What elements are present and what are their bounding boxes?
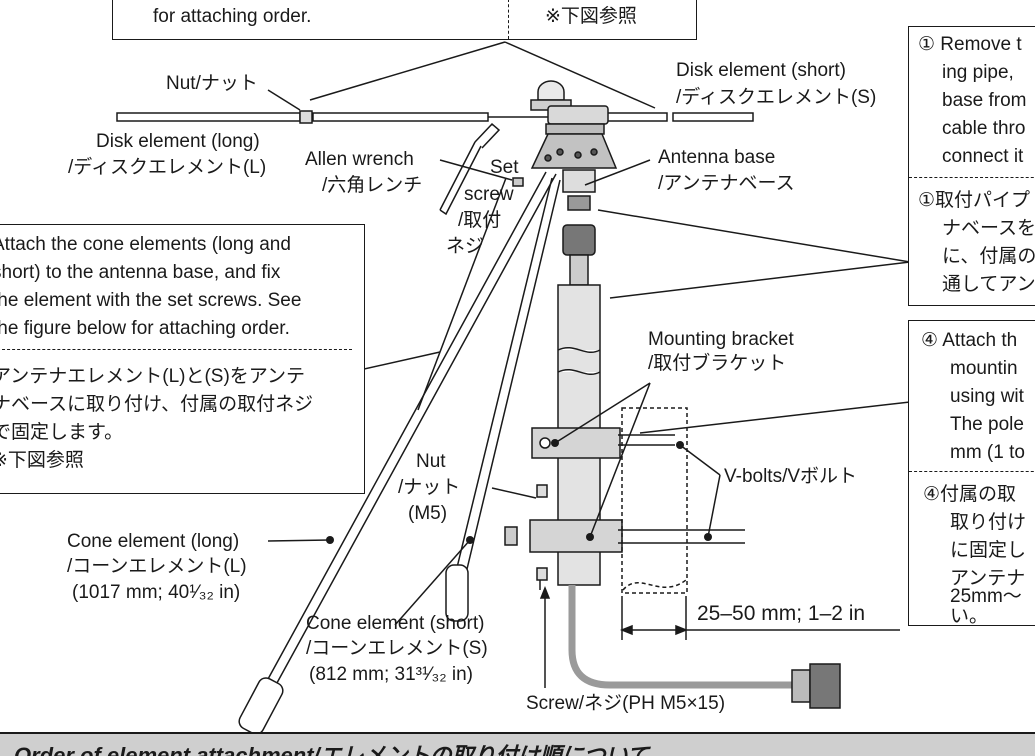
right-bottom-ja-6: い。 bbox=[950, 606, 989, 627]
right-top-ja-2: ナベースを bbox=[942, 218, 1035, 239]
right-top-en-5: connect it bbox=[942, 146, 1024, 167]
set-screw-label-4: ネジ bbox=[446, 236, 485, 257]
left-en-1: Attach the cone elements (long and bbox=[0, 234, 291, 255]
nut-m5-label-3: (M5) bbox=[408, 503, 448, 524]
cone-short-label-3: (812 mm; 31³¹⁄₃₂ in) bbox=[309, 664, 473, 685]
allen-wrench-label-ja: /六角レンチ bbox=[322, 175, 423, 196]
mounting-bracket-label-ja: /取付ブラケット bbox=[648, 353, 787, 374]
coax-cable-drawing bbox=[568, 585, 841, 709]
dimension-label: 25–50 mm; 1–2 in bbox=[697, 602, 866, 625]
left-ja-3: で固定します。 bbox=[0, 422, 124, 443]
dimension-lines bbox=[619, 596, 900, 640]
right-bottom-ja-2: 取り付け bbox=[950, 512, 1027, 533]
nut-m5-label-2: /ナット bbox=[398, 477, 461, 498]
right-bottom-en-5: mm (1 to bbox=[950, 442, 1025, 463]
set-screw-label-2: screw bbox=[464, 184, 514, 205]
disk-short-label-en: Disk element (short) bbox=[676, 60, 846, 81]
leader-dots bbox=[326, 439, 712, 544]
right-top-en-4: cable thro bbox=[942, 118, 1026, 139]
antenna-base-drawing bbox=[530, 80, 618, 286]
right-bottom-en-4: The pole bbox=[950, 414, 1024, 435]
order-section-title: Order of element attachment/エレメントの取り付け順に… bbox=[14, 743, 649, 756]
top-left-callout-line2: ※下図参照 bbox=[545, 6, 637, 27]
disk-element-short bbox=[604, 112, 754, 122]
left-en-4: the figure below for attaching order. bbox=[0, 318, 290, 339]
cone-long-label-1: Cone element (long) bbox=[67, 531, 240, 552]
cone-long-label-3: (1017 mm; 40¹⁄₃₂ in) bbox=[72, 582, 241, 603]
right-top-en-3: base from bbox=[942, 90, 1027, 111]
top-callout-leaders bbox=[309, 41, 656, 109]
right-bottom-callout: ④ Attach th mountin using wit The pole m… bbox=[908, 320, 1035, 627]
right-top-en-1: ① Remove t bbox=[918, 34, 1022, 55]
right-bottom-ja-5: 25mm～ bbox=[950, 586, 1022, 607]
cone-short-label-2: /コーンエレメント(S) bbox=[306, 638, 488, 659]
disk-short-label-ja: /ディスクエレメント(S) bbox=[676, 87, 877, 108]
order-section-header: Order of element attachment/エレメントの取り付け順に… bbox=[0, 732, 1035, 756]
right-top-callout: ① Remove t ing pipe, base from cable thr… bbox=[908, 26, 1035, 306]
right-bottom-en-2: mountin bbox=[950, 358, 1018, 379]
right-bottom-ja-4: アンテナ bbox=[950, 568, 1026, 589]
disk-element-long bbox=[116, 110, 560, 124]
allen-wrench-label-en: Allen wrench bbox=[305, 149, 414, 170]
disk-long-label-ja: /ディスクエレメント(L) bbox=[68, 157, 267, 178]
right-top-ja-1: ①取付パイプ bbox=[918, 190, 1031, 211]
label-leaders bbox=[267, 89, 911, 688]
left-en-3: the element with the set screws. See bbox=[0, 290, 302, 311]
mast-drawing bbox=[504, 284, 745, 594]
cone-element-short-drawing bbox=[417, 177, 561, 622]
set-screw-label-1: Set bbox=[490, 157, 519, 178]
top-left-callout: for attaching order. ※下図参照 bbox=[112, 0, 697, 40]
disk-long-label-en: Disk element (long) bbox=[96, 131, 260, 152]
top-left-callout-line1: for attaching order. bbox=[153, 6, 312, 27]
cone-element-long-drawing bbox=[238, 171, 557, 735]
screw-label: Screw/ネジ(PH M5×15) bbox=[526, 693, 726, 714]
antenna-base-label-ja: /アンテナベース bbox=[658, 173, 795, 194]
right-bottom-en-1: ④ Attach th bbox=[921, 330, 1018, 351]
right-bottom-ja-3: に固定し bbox=[950, 540, 1027, 561]
left-en-2: short) to the antenna base, and fix bbox=[0, 262, 281, 283]
nut-m5-label-1: Nut bbox=[416, 451, 446, 472]
left-ja-4: ※下図参照 bbox=[0, 450, 84, 471]
right-top-en-2: ing pipe, bbox=[942, 62, 1014, 83]
right-bottom-ja-1: ④付属の取 bbox=[923, 484, 1017, 505]
right-top-ja-4: 通してアン bbox=[942, 274, 1035, 295]
left-ja-1: アンテナエレメント(L)と(S)をアンテ bbox=[0, 366, 306, 387]
cone-short-label-1: Cone element (short) bbox=[306, 613, 485, 634]
set-screw-label-3: /取付 bbox=[458, 210, 502, 231]
antenna-base-label-en: Antenna base bbox=[658, 147, 776, 168]
cone-long-label-2: /コーンエレメント(L) bbox=[67, 556, 247, 577]
v-bolts-label: V-bolts/Vボルト bbox=[724, 466, 858, 487]
mounting-bracket-label-en: Mounting bracket bbox=[648, 329, 794, 350]
right-top-ja-3: に、付属の bbox=[942, 246, 1035, 267]
right-bottom-en-3: using wit bbox=[950, 386, 1024, 407]
left-callout: Attach the cone elements (long and short… bbox=[0, 224, 365, 494]
left-ja-2: ナベースに取り付け、付属の取付ネジ bbox=[0, 394, 314, 415]
nut-top-label: Nut/ナット bbox=[166, 73, 258, 94]
